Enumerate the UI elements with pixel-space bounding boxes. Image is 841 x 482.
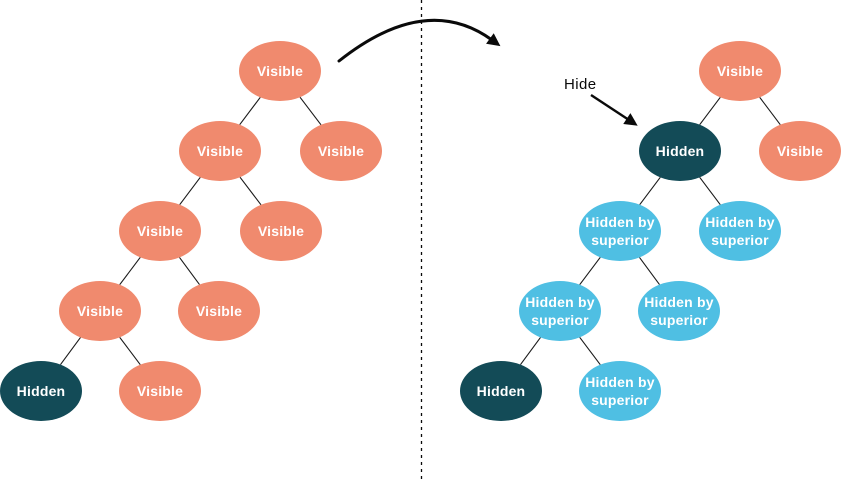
tree-edge [520, 337, 541, 365]
transform-arrow [337, 18, 501, 63]
node-shape [119, 201, 201, 261]
tree-node-visible: Visible [239, 41, 321, 101]
node-shape [639, 121, 721, 181]
node-label: Hidden by [525, 294, 594, 310]
node-shape [59, 281, 141, 341]
tree-node-visible: Visible [240, 201, 322, 261]
tree-node-hidden: Hidden [639, 121, 721, 181]
node-shape [240, 201, 322, 261]
node-label: Hidden by [705, 214, 774, 230]
tree-edge [759, 96, 781, 126]
node-label: Visible [137, 223, 183, 239]
node-shape [460, 361, 542, 421]
tree-edge [579, 256, 601, 286]
node-label: superior [591, 392, 649, 408]
node-label: Visible [258, 223, 304, 239]
hide-arrow [590, 93, 638, 126]
tree-node-visible: Visible [759, 121, 841, 181]
tree-edge [299, 96, 322, 126]
tree-node-hidden_by_superior: Hidden by superior [519, 281, 601, 341]
node-shape [579, 361, 661, 421]
node-label: Hidden by [585, 214, 654, 230]
tree-node-visible: Visible [119, 361, 201, 421]
node-label: Hidden by [644, 294, 713, 310]
tree-edge [179, 176, 201, 206]
node-shape [699, 41, 781, 101]
node-label: superior [650, 312, 708, 328]
tree-edge [60, 337, 81, 365]
tree-edge [239, 96, 261, 126]
tree-node-hidden: Hidden [0, 361, 82, 421]
tree-node-hidden: Hidden [460, 361, 542, 421]
tree-node-visible: Visible [178, 281, 260, 341]
node-label: superior [711, 232, 769, 248]
node-shape [638, 281, 720, 341]
node-label: Hidden [17, 383, 66, 399]
node-label: Visible [717, 63, 763, 79]
node-shape [0, 361, 82, 421]
hide-label: Hide [564, 76, 596, 93]
hide-annotation: Hide [564, 76, 638, 126]
tree-edge [119, 256, 141, 286]
node-shape [178, 281, 260, 341]
node-shape [519, 281, 601, 341]
node-shape [300, 121, 382, 181]
tree-node-hidden_by_superior: Hidden by superior [579, 361, 661, 421]
tree-node-hidden_by_superior: Hidden by superior [699, 201, 781, 261]
tree-node-visible: Visible [119, 201, 201, 261]
node-label: Visible [257, 63, 303, 79]
tree-node-hidden_by_superior: Hidden by superior [579, 201, 661, 261]
tree-node-visible: Visible [179, 121, 261, 181]
node-label: Visible [318, 143, 364, 159]
node-label: Visible [137, 383, 183, 399]
node-shape [759, 121, 841, 181]
node-label: Visible [196, 303, 242, 319]
tree-edge [699, 96, 721, 126]
node-shape [119, 361, 201, 421]
node-label: Hidden [656, 143, 705, 159]
node-shape [699, 201, 781, 261]
node-label: Visible [197, 143, 243, 159]
tree-edge [579, 336, 601, 366]
tree-edge [119, 336, 141, 366]
node-label: Visible [77, 303, 123, 319]
node-label: superior [591, 232, 649, 248]
node-label: superior [531, 312, 589, 328]
node-shape [179, 121, 261, 181]
tree-node-visible: Visible [59, 281, 141, 341]
tree-edge [639, 257, 660, 285]
node-label: Visible [777, 143, 823, 159]
tree-edge [239, 176, 262, 206]
tree-edge [639, 176, 661, 206]
tree-node-hidden_by_superior: Hidden by superior [638, 281, 720, 341]
node-shape [239, 41, 321, 101]
tree-edge [699, 176, 721, 206]
tree-node-visible: Visible [300, 121, 382, 181]
tree-edge [179, 257, 200, 285]
node-shape [579, 201, 661, 261]
tree-node-visible: Visible [699, 41, 781, 101]
node-label: Hidden [477, 383, 526, 399]
node-label: Hidden by [585, 374, 654, 390]
